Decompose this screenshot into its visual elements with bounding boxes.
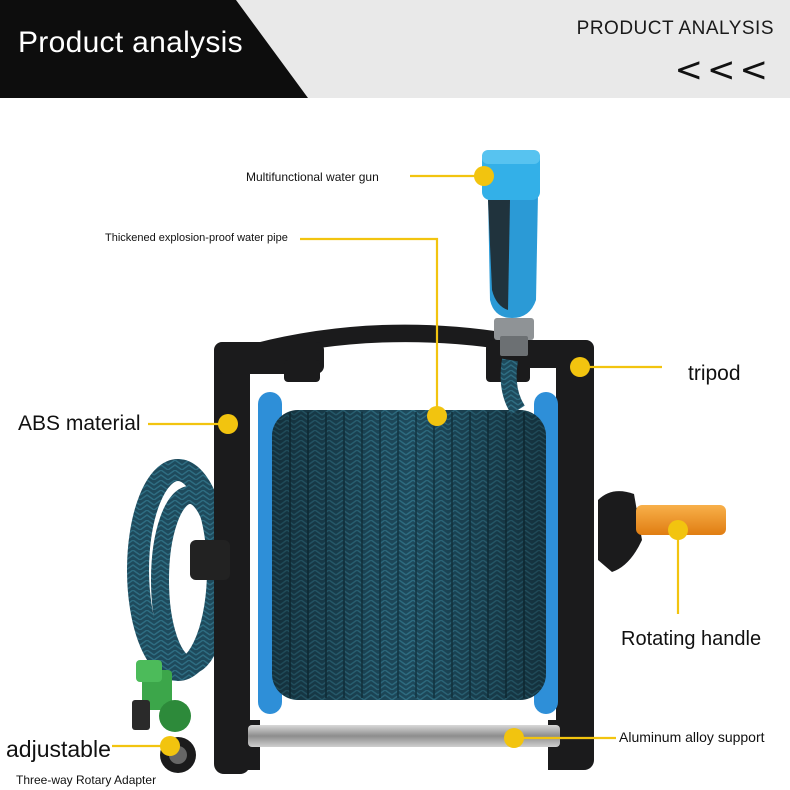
rotating-handle-icon bbox=[598, 491, 726, 572]
hose-reel-icon bbox=[258, 392, 558, 714]
label-adjustable: adjustable bbox=[6, 736, 111, 762]
hose-reel-illustration bbox=[112, 150, 726, 774]
label-tripod: tripod bbox=[688, 362, 741, 385]
label-aluminum: Aluminum alloy support bbox=[619, 729, 765, 745]
callout-dots bbox=[160, 166, 688, 756]
label-water-gun: Multifunctional water gun bbox=[246, 170, 379, 184]
label-rotating-handle: Rotating handle bbox=[621, 628, 762, 650]
adapter-icon bbox=[132, 660, 196, 773]
aluminum-rod bbox=[248, 725, 560, 747]
label-abs: ABS material bbox=[18, 412, 141, 435]
header-bar: Product analysis PRODUCT ANALYSIS <<< bbox=[0, 0, 790, 98]
label-water-pipe: Thickened explosion-proof water pipe bbox=[105, 232, 288, 244]
callout-lines bbox=[112, 174, 680, 748]
product-scene: Multifunctional water gun Thickened expl… bbox=[0, 98, 790, 790]
page-title: Product analysis bbox=[18, 26, 243, 59]
water-gun-icon bbox=[482, 150, 540, 356]
header-subtitle: PRODUCT ANALYSIS bbox=[576, 18, 774, 39]
label-adapter: Three-way Rotary Adapter bbox=[16, 773, 157, 787]
header-title-block: Product analysis bbox=[0, 0, 308, 98]
header-arrows: <<< bbox=[674, 50, 772, 90]
